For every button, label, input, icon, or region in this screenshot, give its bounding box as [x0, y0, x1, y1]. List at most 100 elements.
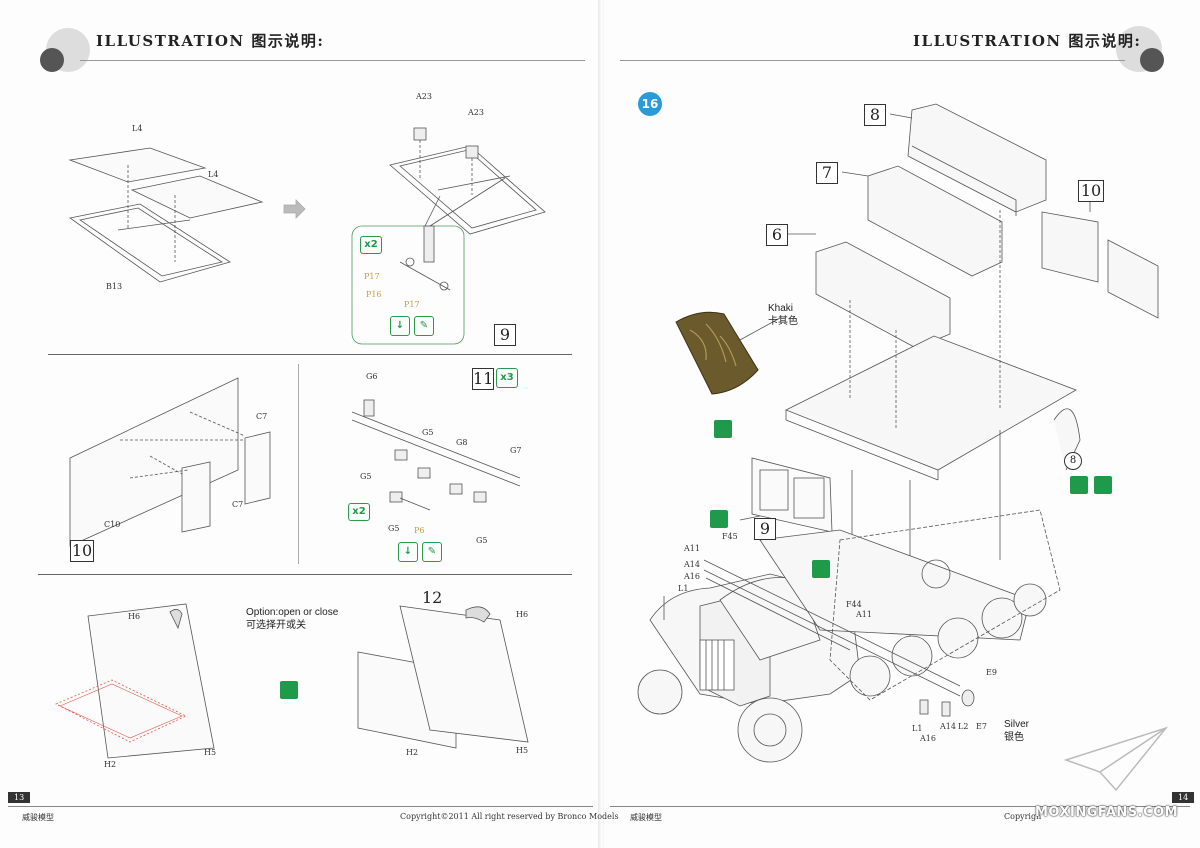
label-h5-a: H5 — [204, 748, 217, 757]
panel-l4-top — [68, 147, 207, 183]
label-p17-b: P17 — [404, 300, 420, 309]
label-p16: P16 — [366, 290, 382, 299]
label-l1-b: L1 — [912, 724, 923, 733]
clean-icon-right — [1094, 476, 1112, 494]
label-h6-b: H6 — [516, 610, 529, 619]
label-p6: P6 — [414, 526, 425, 535]
step-number-12: 12 — [422, 588, 443, 607]
label-a23-a: A23 — [416, 92, 432, 101]
label-g5-c: G5 — [388, 524, 400, 533]
glue-icon-step11: ↓ — [398, 542, 418, 562]
label-a23-b: A23 — [468, 108, 484, 117]
left-header-rule — [80, 60, 585, 61]
option-note-cn: 可选择开或关 — [246, 620, 306, 631]
khaki-note: Khaki 卡其色 — [768, 302, 798, 328]
right-header-title: ILLUSTRATION 图示说明: — [913, 32, 1142, 50]
footer-rule-right — [610, 806, 1190, 807]
glue-icon: ↓ — [390, 316, 410, 336]
label-b13: B13 — [106, 282, 123, 291]
circled-callout-8: 8 — [1064, 452, 1082, 470]
frame-b13 — [69, 203, 231, 283]
footer-rule-left — [8, 806, 593, 807]
label-a14-b: A14 — [940, 722, 956, 731]
option-note-en: Option:open or close — [246, 607, 339, 618]
floor-plate — [785, 335, 1077, 471]
label-g5-a: G5 — [422, 428, 434, 437]
paint-brush-icon-step11: ✎ — [422, 542, 442, 562]
label-g7: G7 — [510, 446, 522, 455]
label-a16-b: A16 — [920, 734, 936, 743]
mesh-h2 — [55, 679, 187, 743]
label-h5-b: H5 — [516, 746, 529, 755]
qty-x2-step9: x2 — [360, 236, 382, 254]
khaki-cn: 卡其色 — [768, 316, 798, 327]
circled-callout-8-text: 8 — [1069, 455, 1077, 466]
footer-copyright-left: Copyright©2011 All right reserved by Bro… — [400, 812, 619, 821]
label-a16-a: A16 — [684, 572, 700, 581]
door-h5 — [87, 603, 215, 759]
step-number-9: 9 — [494, 324, 516, 346]
label-e7: E7 — [976, 722, 987, 731]
footer-brand-right: 威骏模型 — [630, 813, 662, 822]
label-p17-a: P17 — [364, 272, 380, 281]
seat-8 — [907, 103, 1047, 213]
clean-icon-khaki — [714, 420, 732, 438]
label-h2-b: H2 — [406, 748, 419, 757]
label-c10: C10 — [104, 520, 121, 529]
option-note: Option:open or close 可选择开或关 — [246, 606, 338, 632]
panel-c7-right — [244, 431, 271, 505]
track-upper — [829, 509, 1061, 701]
step-number-16: 16 — [638, 92, 662, 116]
header-circle-small — [40, 48, 64, 72]
khaki-en: Khaki — [768, 303, 794, 314]
left-header-title: ILLUSTRATION 图示说明: — [96, 32, 325, 50]
paint-brush-icon: ✎ — [414, 316, 434, 336]
callout-7: 7 — [816, 162, 838, 184]
step-number-11: 11 — [472, 368, 494, 390]
qty-x3-step11: x3 — [496, 368, 518, 388]
label-a14-a: A14 — [684, 560, 700, 569]
silver-en: Silver — [1004, 719, 1030, 730]
remove-icon-step16 — [710, 510, 728, 528]
divider-1 — [48, 354, 572, 355]
footer-brand-left: 威骏模型 — [22, 813, 54, 822]
silver-cn: 银色 — [1004, 732, 1024, 743]
clean-icon-step12 — [280, 681, 298, 699]
label-h2-a: H2 — [104, 760, 117, 769]
frame-assembled — [389, 145, 546, 235]
label-h6-a: H6 — [128, 612, 141, 621]
page-gutter — [598, 0, 606, 848]
label-f44: F44 — [846, 600, 862, 609]
panel-10 — [1041, 211, 1099, 283]
qty-x2-step11: x2 — [348, 503, 370, 521]
label-g5-d: G5 — [476, 536, 488, 545]
panel-c7-left — [181, 461, 211, 533]
label-f45: F45 — [722, 532, 738, 541]
seat-6 — [815, 241, 951, 349]
panel-l4-right — [130, 175, 264, 219]
divider-vertical — [298, 364, 299, 564]
page-number-right: 14 — [1172, 792, 1195, 803]
detail-inset-frame — [351, 225, 465, 345]
step-number-16-text: 16 — [641, 97, 659, 111]
label-g8: G8 — [456, 438, 468, 447]
divider-2 — [38, 574, 572, 575]
seat-7 — [867, 165, 1003, 277]
callout-9: 9 — [754, 518, 776, 540]
label-l4-b: L4 — [208, 170, 219, 179]
label-l2: L2 — [958, 722, 969, 731]
label-l1-a: L1 — [678, 584, 689, 593]
callout-8: 8 — [864, 104, 886, 126]
paint-icon-right — [1070, 476, 1088, 494]
step-number-10: 10 — [70, 540, 94, 562]
right-header-rule — [620, 60, 1125, 61]
label-c7-a: C7 — [256, 412, 268, 421]
label-l4-a: L4 — [132, 124, 143, 133]
front-wheel — [737, 697, 803, 763]
khaki-tarp — [675, 311, 759, 395]
watermark-text: MOXINGFANS.COM — [1035, 805, 1179, 820]
label-g5-b: G5 — [360, 472, 372, 481]
label-g6: G6 — [366, 372, 378, 381]
